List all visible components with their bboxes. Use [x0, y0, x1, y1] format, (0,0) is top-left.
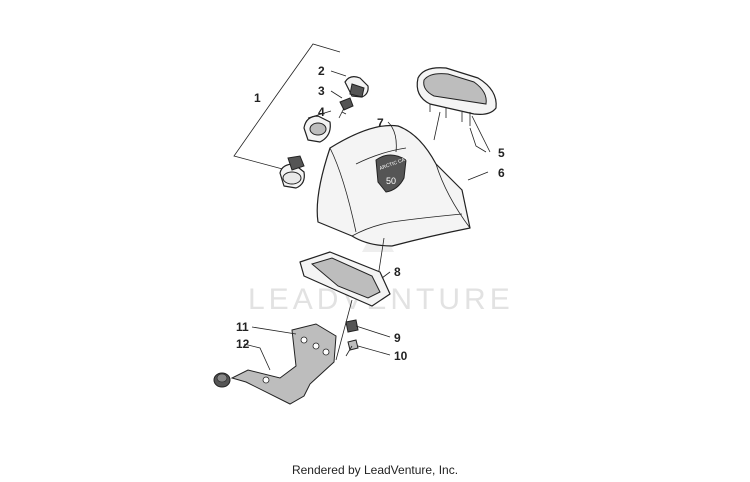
part-4-bezel-ring: [303, 115, 331, 143]
callout-8: 8: [394, 265, 401, 279]
part-11-mounting-bracket: [230, 323, 337, 405]
callout-11: 11: [236, 320, 249, 334]
group-bracket-1: [233, 43, 341, 172]
part-7-badge: ARCTIC CAT 50: [375, 154, 409, 193]
callout-1: 1: [254, 91, 261, 105]
part-3-key: [338, 97, 354, 119]
badge-number-text: 50: [386, 176, 396, 186]
part-2-knob-cap: [344, 76, 369, 98]
callout-5: 5: [498, 146, 505, 160]
part-9-grommet: [345, 319, 359, 333]
callout-labels: 1 2 3 4 5 6 7 8 9 10 11 12: [236, 64, 505, 363]
callout-2: 2: [318, 64, 325, 78]
part-8-lower-cover: [299, 251, 391, 307]
callout-9: 9: [394, 331, 401, 345]
leader-lines: [243, 70, 489, 371]
render-credit-footer: Rendered by LeadVenture, Inc.: [291, 463, 459, 477]
callout-6: 6: [498, 166, 505, 180]
callout-10: 10: [394, 349, 408, 363]
part-5-gauge: [416, 67, 497, 153]
ignition-switch-body: [279, 155, 305, 189]
callout-12: 12: [236, 337, 250, 351]
part-10-screw: [345, 339, 359, 357]
callout-3: 3: [318, 84, 325, 98]
callout-4: 4: [318, 105, 325, 119]
part-12-bushing: [213, 372, 231, 388]
callout-7: 7: [377, 116, 384, 130]
